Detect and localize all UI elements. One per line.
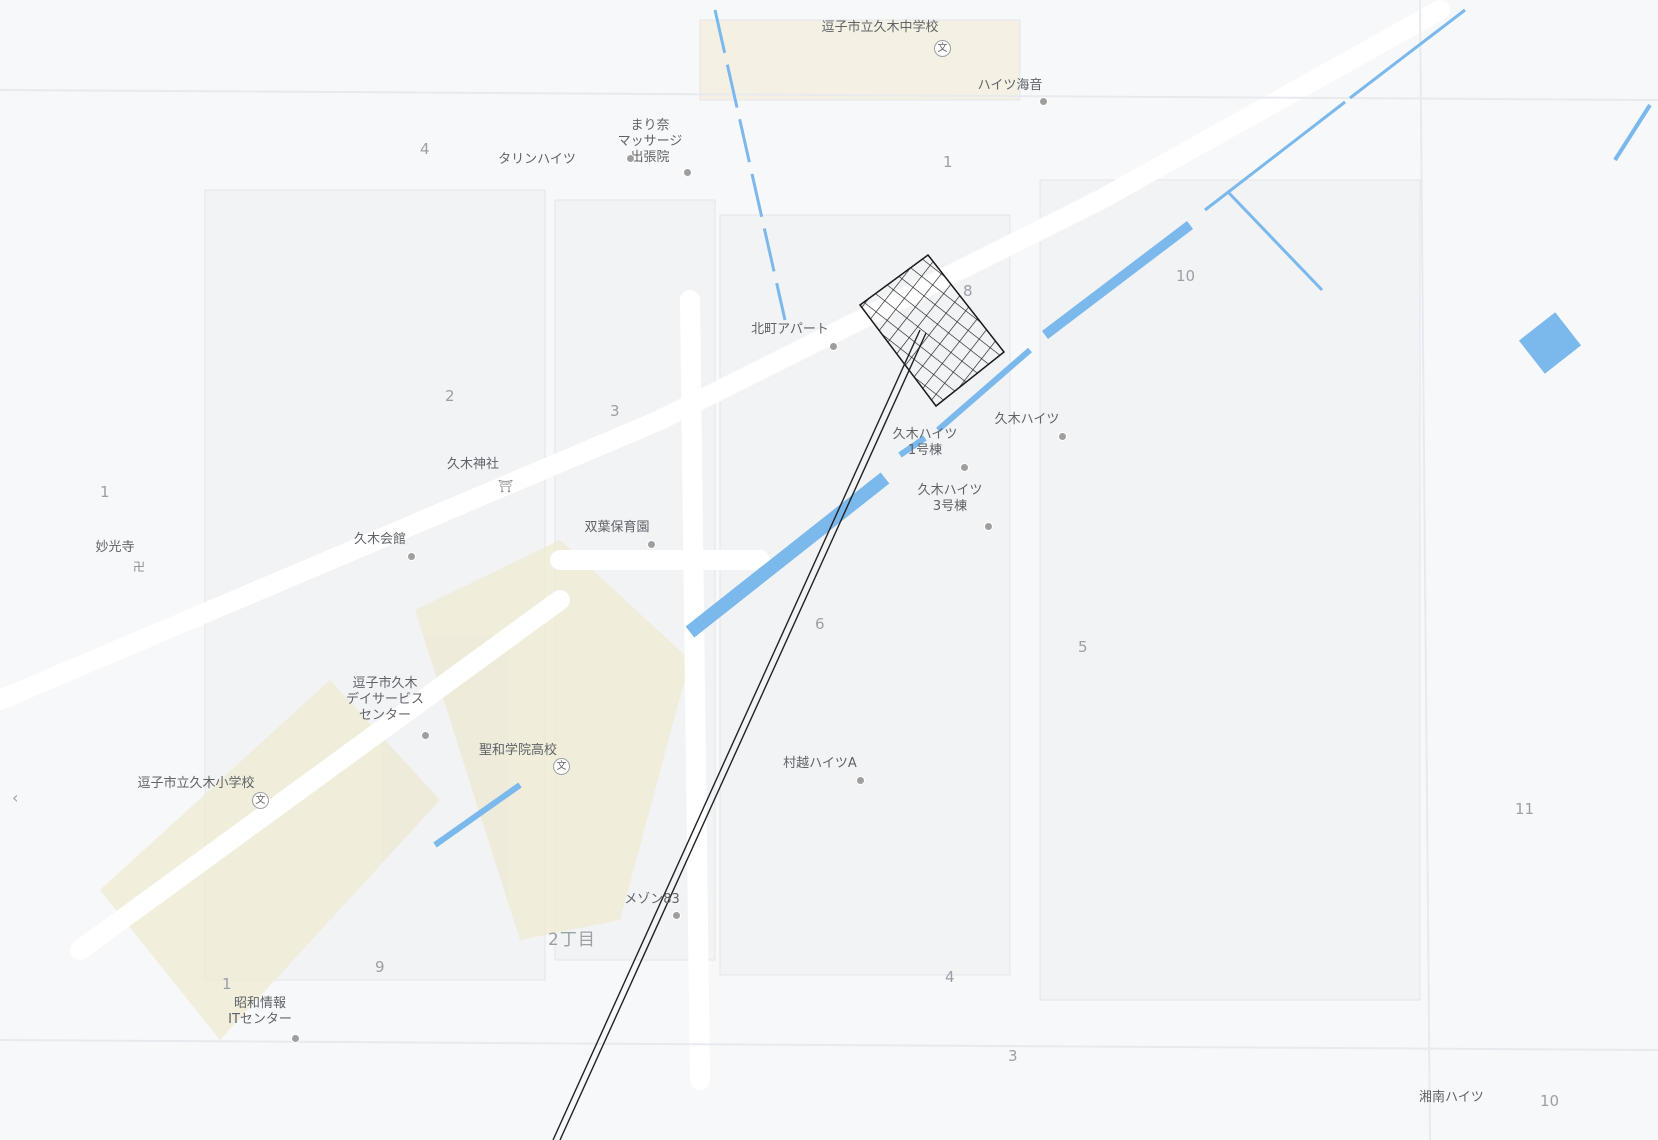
place-label-district-2chome[interactable]: 2丁目: [548, 930, 596, 950]
hatched-parcel: [858, 253, 1006, 408]
place-label-kitamachi-apart[interactable]: 北町アパート: [751, 322, 829, 337]
place-label-hisagi-heights[interactable]: 久木ハイツ: [994, 412, 1060, 427]
place-label-murakoshi-heights[interactable]: 村越ハイツA: [783, 756, 857, 771]
block-number: 1: [943, 153, 953, 171]
poi-dot-icon[interactable]: [1039, 97, 1048, 106]
poi-dot-icon[interactable]: [1058, 432, 1067, 441]
poi-dot-icon[interactable]: [984, 522, 993, 531]
block-number: 6: [815, 615, 825, 633]
river: [433, 8, 1652, 848]
poi-dot-icon[interactable]: [856, 776, 865, 785]
place-label-hisagi-elementary[interactable]: 逗子市立久木小学校: [137, 776, 255, 791]
school-icon[interactable]: 文: [553, 758, 570, 775]
poi-dot-icon[interactable]: [291, 1034, 300, 1043]
place-label-heights-kaiyo[interactable]: ハイツ海音: [977, 78, 1043, 93]
place-label-shonan-heights[interactable]: 湘南ハイツ: [1419, 1090, 1484, 1105]
block-number: 4: [420, 140, 430, 158]
poi-dot-icon[interactable]: [407, 552, 416, 561]
place-label-it-center[interactable]: 昭和情報 ITセンター: [228, 996, 292, 1027]
school-areas: [100, 540, 690, 1040]
place-label-temple[interactable]: 妙光寺: [95, 540, 135, 555]
poi-dot-icon[interactable]: [647, 540, 656, 549]
place-label-mezon[interactable]: メゾン83: [624, 892, 680, 907]
place-label-tarin-heights[interactable]: タリンハイツ: [498, 152, 576, 167]
poi-dot-icon[interactable]: [960, 463, 969, 472]
poi-dot-icon[interactable]: [829, 342, 838, 351]
temple-icon[interactable]: 卍: [133, 560, 146, 574]
place-label-hisagi-heights-3[interactable]: 久木ハイツ 3号棟: [917, 483, 983, 514]
chevron-left-icon[interactable]: ‹: [12, 788, 19, 807]
block-number: 4: [945, 968, 955, 986]
block-number: 3: [610, 402, 620, 420]
block-number: 10: [1540, 1092, 1560, 1110]
block-number: 2: [445, 387, 455, 405]
block-number: 8: [963, 282, 973, 300]
place-label-nursery[interactable]: 双葉保育園: [584, 520, 650, 535]
school-icon[interactable]: 文: [934, 40, 951, 57]
place-label-massage[interactable]: まり奈 マッサージ 出張院: [617, 118, 683, 165]
place-label-hisagi-kaikan[interactable]: 久木会館: [353, 532, 407, 547]
place-label-hisagi-shrine[interactable]: 久木神社: [446, 457, 500, 472]
block-number: 10: [1176, 267, 1196, 285]
block-number: 1: [222, 975, 232, 993]
block-number: 9: [375, 958, 385, 976]
poi-dot-icon[interactable]: [421, 731, 430, 740]
block-number: 3: [1008, 1047, 1018, 1065]
poi-dot-icon[interactable]: [683, 168, 692, 177]
place-label-seiwa-high[interactable]: 聖和学院高校: [478, 743, 558, 758]
block-number: 5: [1078, 638, 1088, 656]
school-icon[interactable]: 文: [252, 792, 269, 809]
leader-lines: [552, 329, 927, 1140]
block-number: 11: [1515, 800, 1535, 818]
poi-dot-icon[interactable]: [626, 154, 635, 163]
place-label-zushi-hisagi-junior-high[interactable]: 逗子市立久木中学校: [821, 20, 939, 35]
water-pond: [1518, 312, 1582, 374]
place-label-hisagi-heights-1[interactable]: 久木ハイツ 1号棟: [892, 427, 958, 458]
place-label-day-service[interactable]: 逗子市久木 デイサービス センター: [345, 676, 425, 723]
block-number: 1: [100, 483, 110, 501]
poi-dot-icon[interactable]: [672, 911, 681, 920]
shrine-icon[interactable]: ⛩: [498, 479, 514, 493]
